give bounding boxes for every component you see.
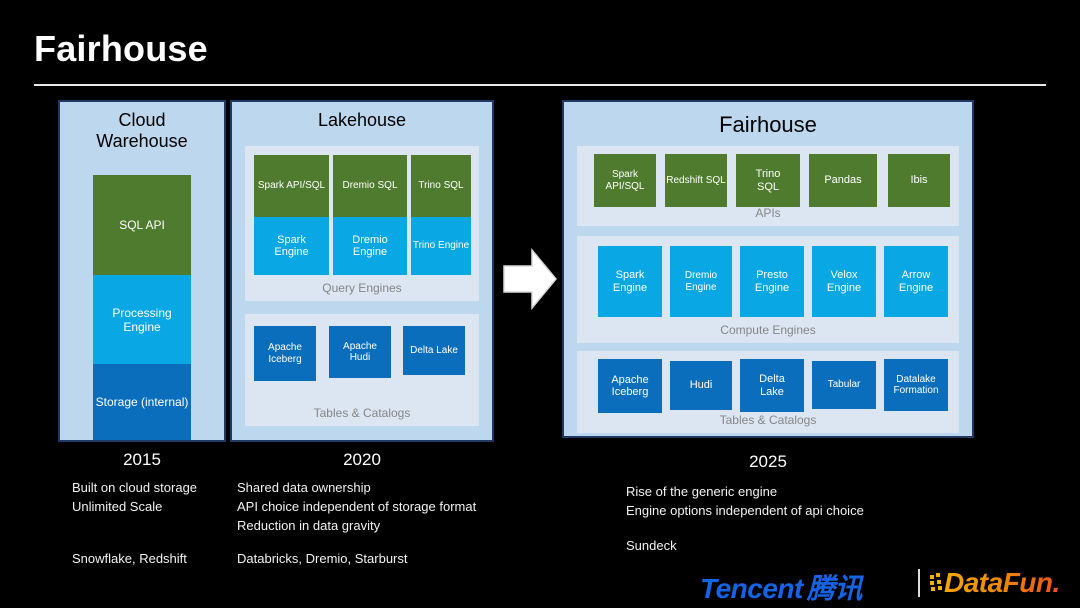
tencent-logo-en: Tencent (700, 573, 803, 604)
cell-engine-velox: Velox Engine (812, 246, 876, 317)
arrow-right-icon (503, 248, 557, 310)
cell-table-apache-iceberg: Apache Iceberg (598, 359, 662, 413)
panel-fairhouse: Fairhouse Spark API/SQL Redshift SQL Tri… (562, 100, 974, 438)
panel-title-fairhouse: Fairhouse (719, 112, 817, 137)
block-storage-internal: Storage (internal) (93, 364, 191, 440)
notes-2020: Shared data ownership API choice indepen… (237, 480, 477, 533)
group-compute-engines: Spark Engine Dremio Engine Presto Engine… (577, 236, 959, 343)
cell-spark-engine: Spark Engine (254, 217, 329, 275)
cell-delta-lake: Delta Lake (403, 326, 465, 375)
vendors-2015: Snowflake, Redshift (72, 551, 187, 566)
cell-table-hudi: Hudi (670, 361, 732, 410)
panel-cloud-warehouse: Cloud Warehouse SQL API Processing Engin… (58, 100, 226, 442)
cell-api-trino: Trino SQL (736, 154, 800, 207)
title-divider (34, 84, 1046, 86)
block-processing-engine: Processing Engine (93, 275, 191, 364)
cell-api-pandas: Pandas (809, 154, 877, 207)
year-2020: 2020 (343, 450, 381, 469)
cell-spark-api-sql: Spark API/SQL (254, 155, 329, 217)
group-label-fairhouse-tables-catalogs: Tables & Catalogs (719, 413, 817, 427)
group-fairhouse-tables-catalogs: Apache Iceberg Hudi Delta Lake Tabular D… (577, 351, 959, 433)
group-lakehouse-tables-catalogs: Apache Iceberg Apache Hudi Delta Lake Ta… (245, 314, 479, 426)
cell-table-delta-lake: Delta Lake (740, 359, 804, 412)
group-label-query-engines: Query Engines (322, 281, 402, 295)
group-apis: Spark API/SQL Redshift SQL Trino SQL Pan… (577, 146, 959, 226)
tencent-logo-cn: 腾讯 (806, 573, 863, 604)
vendors-2025: Sundeck (626, 538, 677, 553)
notes-2015: Built on cloud storage Unlimited Scale (72, 480, 198, 514)
cell-dremio-sql: Dremio SQL (333, 155, 407, 217)
page-title: Fairhouse (34, 28, 208, 69)
datafun-dots-icon (930, 573, 946, 591)
cell-api-spark: Spark API/SQL (594, 154, 656, 207)
year-2025: 2025 (749, 452, 787, 471)
year-2015: 2015 (123, 450, 161, 469)
cell-engine-presto: Presto Engine (740, 246, 804, 317)
logo-divider (918, 569, 920, 597)
panel-lakehouse: Lakehouse Spark API/SQL Spark Engine Dre… (230, 100, 494, 442)
panel-title-cloud-warehouse: Cloud Warehouse (96, 110, 188, 151)
vendors-2020: Databricks, Dremio, Starburst (237, 551, 408, 566)
group-label-lakehouse-tables-catalogs: Tables & Catalogs (313, 406, 411, 420)
cell-engine-arrow: Arrow Engine (884, 246, 948, 317)
notes-2025: Rise of the generic engine Engine option… (626, 484, 864, 518)
cell-trino-engine: Trino Engine (411, 217, 471, 275)
cell-trino-sql: Trino SQL (411, 155, 471, 217)
cell-dremio-engine: Dremio Engine (333, 217, 407, 275)
cell-table-datalake-formation: Datalake Formation (884, 359, 948, 411)
cell-table-tabular: Tabular (812, 361, 876, 409)
cell-apache-iceberg: Apache Iceberg (254, 326, 316, 381)
cell-engine-dremio: Dremio Engine (670, 246, 732, 317)
block-sql-api: SQL API (93, 175, 191, 275)
cell-api-redshift: Redshift SQL (665, 154, 727, 207)
group-label-apis: APIs (755, 206, 781, 220)
group-query-engines: Spark API/SQL Spark Engine Dremio SQL Dr… (245, 146, 479, 301)
cell-engine-spark: Spark Engine (598, 246, 662, 317)
cell-apache-hudi: Apache Hudi (329, 326, 391, 378)
group-label-compute-engines: Compute Engines (720, 323, 816, 337)
panel-title-lakehouse: Lakehouse (317, 110, 407, 130)
cell-api-ibis: Ibis (888, 154, 950, 207)
datafun-logo: DataFun. (944, 567, 1060, 598)
